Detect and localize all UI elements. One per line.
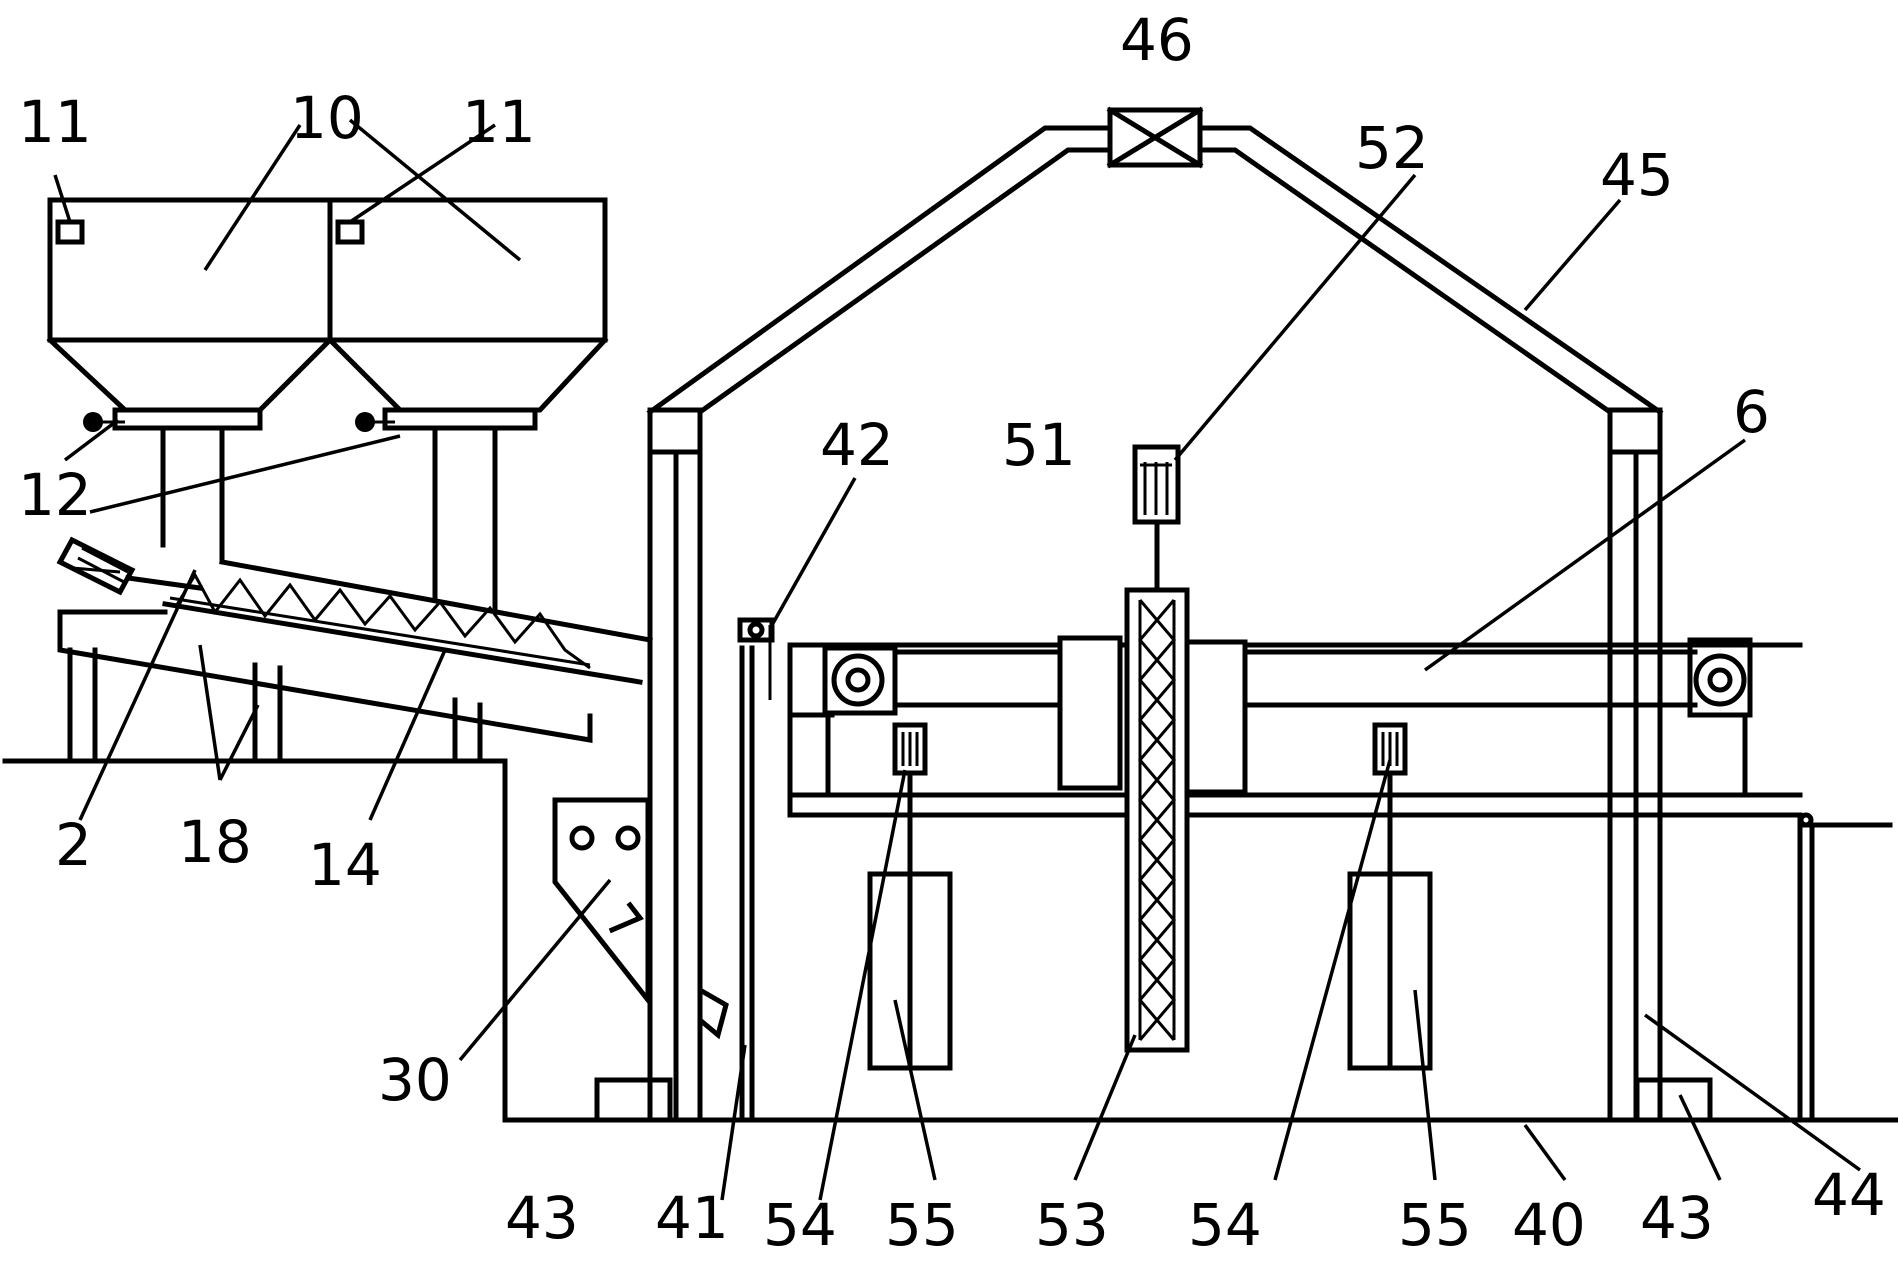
sensor-42	[737, 617, 775, 643]
label-12: 12	[18, 461, 92, 529]
foot-43-right	[1634, 1077, 1713, 1123]
label-40: 40	[1512, 1191, 1586, 1259]
label-46: 46	[1120, 6, 1194, 74]
hopper-10-left	[46, 197, 334, 413]
label-11-right: 11	[462, 88, 536, 156]
label-18: 18	[178, 808, 252, 876]
label-42: 42	[820, 411, 894, 479]
label-6: 6	[1733, 378, 1770, 446]
pulley-right	[1687, 637, 1753, 718]
valve-46	[1106, 106, 1204, 169]
label-2: 2	[55, 811, 92, 879]
label-45: 45	[1600, 141, 1674, 209]
label-43-left: 43	[505, 1184, 579, 1252]
valve-12-left	[83, 407, 263, 432]
tank-40	[497, 758, 1898, 1123]
label-14: 14	[308, 831, 382, 899]
chute-right	[432, 425, 498, 613]
carriage-6	[787, 642, 1803, 818]
valve-12-right	[355, 407, 538, 432]
label-54-left: 54	[763, 1191, 837, 1259]
label-10: 10	[290, 84, 364, 152]
label-52: 52	[1355, 114, 1429, 182]
pulley-left	[822, 645, 898, 716]
label-54-right: 54	[1188, 1191, 1262, 1259]
label-43-right: 43	[1640, 1184, 1714, 1252]
lattice-mast-53	[1124, 587, 1190, 1053]
electrode-55-right	[1347, 871, 1433, 1071]
column-44-right	[1607, 407, 1663, 1123]
foot-43-left	[594, 1077, 673, 1123]
pipe-45	[646, 125, 1664, 416]
motor-52	[1132, 444, 1181, 593]
reference-numerals: 11 10 11 12 2 18 14 30 43 41 42 54 55 51…	[18, 6, 1886, 1259]
hopper-10-right	[326, 197, 609, 413]
label-11-left: 11	[18, 88, 92, 156]
end-post-right	[1797, 812, 1815, 1123]
label-44: 44	[1812, 1161, 1886, 1229]
label-55-right: 55	[1398, 1191, 1472, 1259]
screw-conveyor-14	[56, 536, 653, 685]
label-41: 41	[655, 1184, 729, 1252]
label-30: 30	[378, 1046, 452, 1114]
leader-lines	[53, 118, 1862, 1201]
hanger-54-left	[892, 722, 928, 1071]
label-51: 51	[1002, 411, 1076, 479]
trolley-51	[1057, 635, 1248, 795]
chute-left	[160, 425, 225, 563]
hanger-54-right	[1372, 722, 1408, 1071]
label-55-left: 55	[885, 1191, 959, 1259]
label-53: 53	[1035, 1191, 1109, 1259]
column-44-left	[647, 407, 703, 1123]
